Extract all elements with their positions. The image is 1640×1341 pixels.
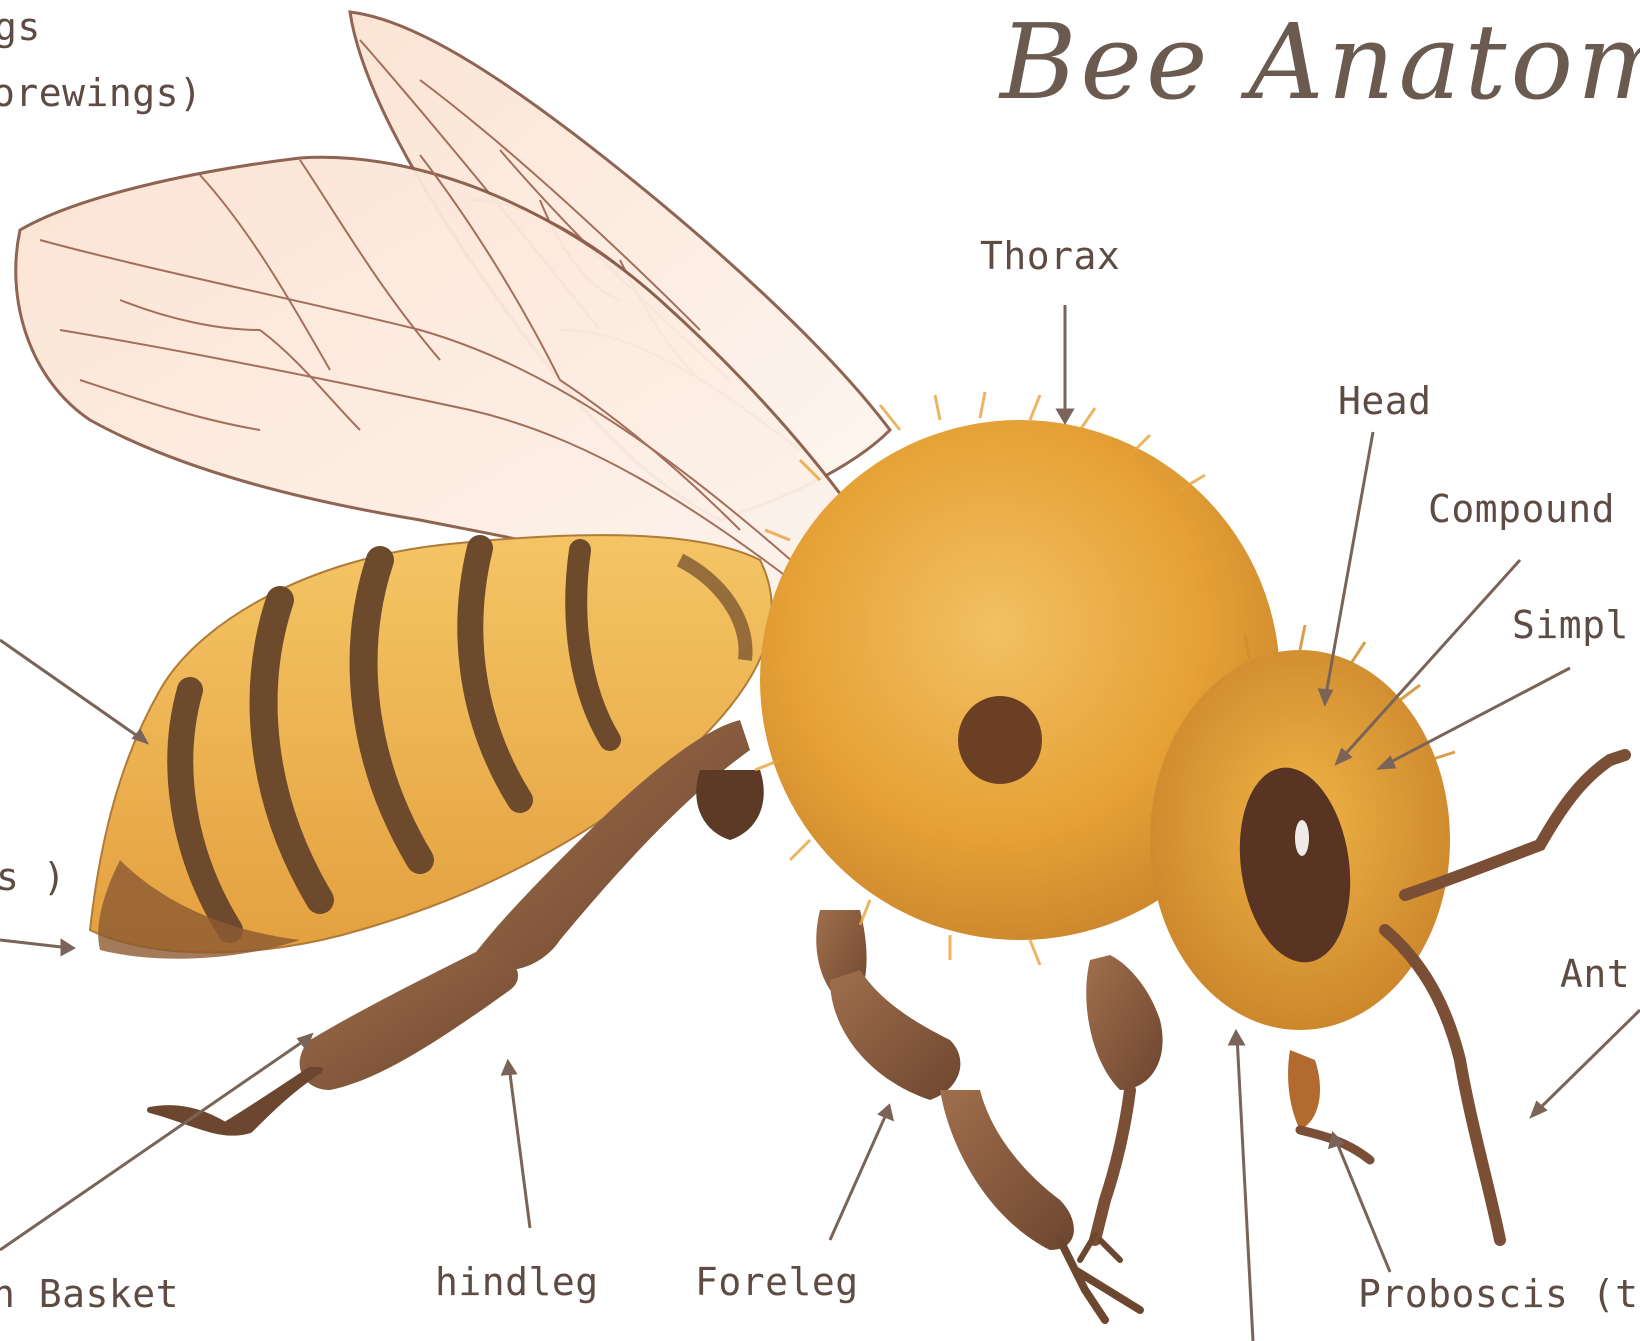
label-simple-eyes: Simpl <box>1512 606 1629 644</box>
label-pollen-basket: n Basket <box>0 1275 179 1313</box>
label-proboscis: Proboscis (t <box>1358 1275 1639 1313</box>
front-leg <box>1080 955 1163 1260</box>
diagram-title: Bee Anatom <box>1000 10 1640 114</box>
label-head: Head <box>1338 382 1432 420</box>
label-hindleg: hindleg <box>435 1263 599 1301</box>
label-antennae: Ant <box>1560 955 1630 993</box>
label-forewings: orewings) <box>0 74 202 112</box>
label-wings: gs <box>0 8 41 46</box>
label-compound-eye: Compound <box>1428 490 1615 528</box>
label-stinger: s ) <box>0 858 66 896</box>
abdomen <box>90 535 772 959</box>
label-foreleg: Foreleg <box>695 1263 859 1301</box>
label-thorax: Thorax <box>980 237 1120 275</box>
